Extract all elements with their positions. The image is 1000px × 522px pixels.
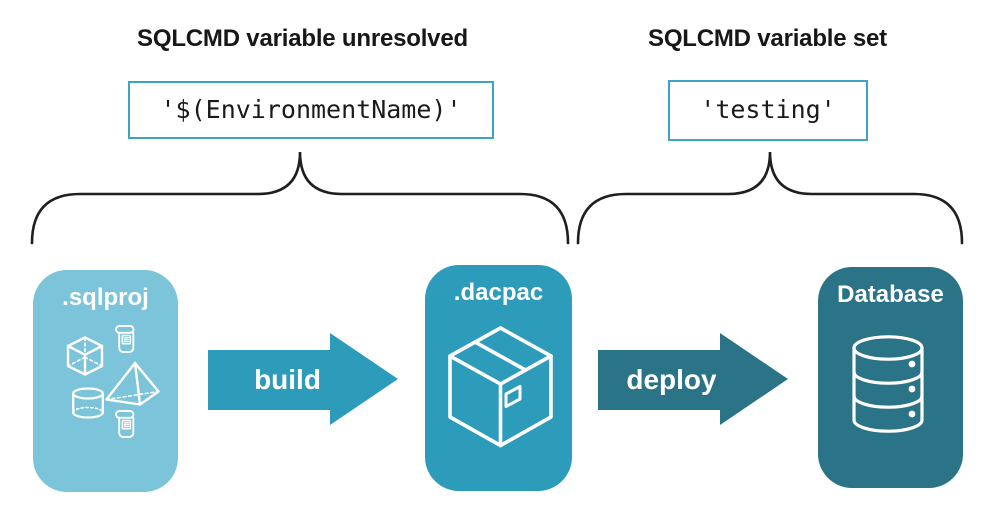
heading-sqlcmd-unresolved: SQLCMD variable unresolved: [137, 25, 468, 52]
cylinder-icon: [72, 387, 104, 419]
stage-sqlproj-label: .sqlproj: [62, 284, 149, 311]
brace-right: [576, 151, 964, 245]
pyramid-icon: [105, 361, 160, 406]
cube-icon: [66, 336, 104, 376]
brace-left: [30, 151, 570, 245]
script-scroll-icon: [115, 410, 135, 438]
code-box-environment-name: '$(EnvironmentName)': [128, 81, 494, 139]
deploy-arrow-label: deploy: [626, 364, 717, 395]
database-icon: [852, 335, 924, 433]
stage-database: Database: [818, 267, 963, 488]
stage-database-label: Database: [837, 281, 944, 308]
package-icon: [448, 326, 553, 448]
code-box-testing: 'testing': [668, 80, 868, 141]
stage-sqlproj: .sqlproj: [33, 270, 178, 492]
heading-sqlcmd-set: SQLCMD variable set: [648, 25, 887, 52]
stage-dacpac-label: .dacpac: [453, 279, 544, 306]
build-arrow-label: build: [254, 364, 321, 395]
stage-dacpac: .dacpac: [425, 265, 572, 491]
script-scroll-icon: [115, 325, 135, 353]
